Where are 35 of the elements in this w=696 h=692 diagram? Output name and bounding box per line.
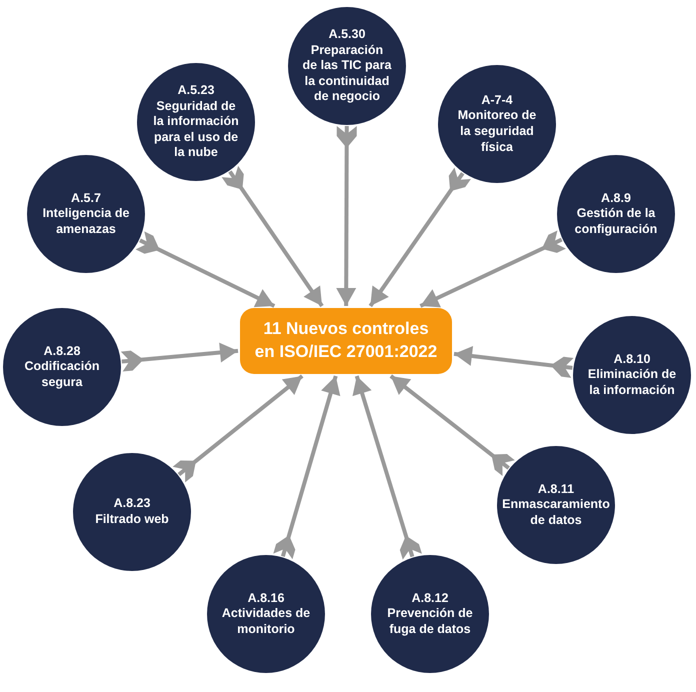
control-code: A.5.7 <box>71 190 101 206</box>
control-code: A.5.30 <box>328 26 366 43</box>
arrow <box>420 230 566 308</box>
arrow <box>222 166 324 308</box>
control-code: A.8.28 <box>44 344 80 360</box>
control-code: A-7-4 <box>481 92 513 108</box>
control-code: A.8.10 <box>614 352 650 368</box>
arrow <box>172 374 304 482</box>
arrow <box>390 374 515 476</box>
control-code: A.8.12 <box>412 590 448 606</box>
arrow <box>273 375 340 560</box>
control-code: A.8.23 <box>114 496 150 512</box>
arrow <box>352 375 422 560</box>
control-name: Enmascaramiento de datos <box>502 497 610 528</box>
title-box <box>240 308 452 374</box>
control-name: Prevención de fuga de datos <box>386 606 474 638</box>
arrow <box>136 231 276 308</box>
control-code: A.8.11 <box>538 482 574 498</box>
control-name: Seguridad de la información para el uso de la nube <box>152 98 240 162</box>
control-code: A.8.16 <box>248 590 284 606</box>
control-name: Filtrado web <box>95 512 169 528</box>
control-name: Gestión de la configuración <box>574 206 658 238</box>
control-code: A.5.23 <box>178 82 214 99</box>
control-name: Inteligencia de amenazas <box>42 206 130 238</box>
control-name: Actividades de monitorio <box>221 606 311 638</box>
control-name: Preparación de las TIC para la continuidad de negocio <box>302 42 392 106</box>
control-name: Eliminación de la información <box>587 367 677 398</box>
arrow <box>336 126 357 306</box>
arrow <box>454 346 574 378</box>
title-text: 11 Nuevos controles en ISO/IEC 27001:2022 <box>254 318 438 363</box>
arrow <box>120 342 238 372</box>
arrow <box>368 168 471 308</box>
control-code: A.8.9 <box>601 190 631 206</box>
control-name: Codificación segura <box>23 359 100 390</box>
control-name: Monitoreo de la seguridad física <box>456 108 538 156</box>
